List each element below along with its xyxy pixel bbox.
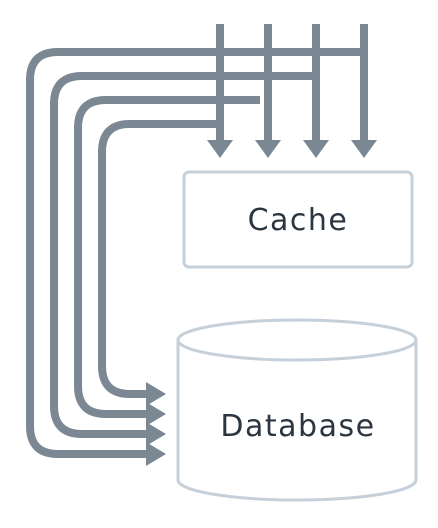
arrowhead-cache-4 [351,140,377,158]
database-top [176,318,418,362]
arrowhead-database-4 [146,382,166,406]
arrow-to-database-3 [74,96,260,418]
database-body [176,340,418,502]
database-node: Database [176,318,418,502]
database-label: Database [220,409,375,444]
cache-box [182,170,414,269]
cache-node: Cache [182,170,414,269]
arrowhead-database-1 [146,442,166,466]
arrowhead-database-2 [146,422,166,446]
cache-label: Cache [248,203,349,238]
arrowhead-cache-1 [207,140,233,158]
arrowhead-cache-3 [303,140,329,158]
database-arrowheads [146,382,166,466]
arrowhead-database-3 [146,402,166,426]
cache-arrow-group [216,24,368,142]
arrowhead-cache-2 [255,140,281,158]
arrow-to-database-1 [26,48,365,458]
arrow-to-database-2 [50,72,316,438]
arrow-to-database-4 [98,120,222,398]
database-arrow-group [26,48,365,458]
cache-arrowheads [207,140,377,158]
